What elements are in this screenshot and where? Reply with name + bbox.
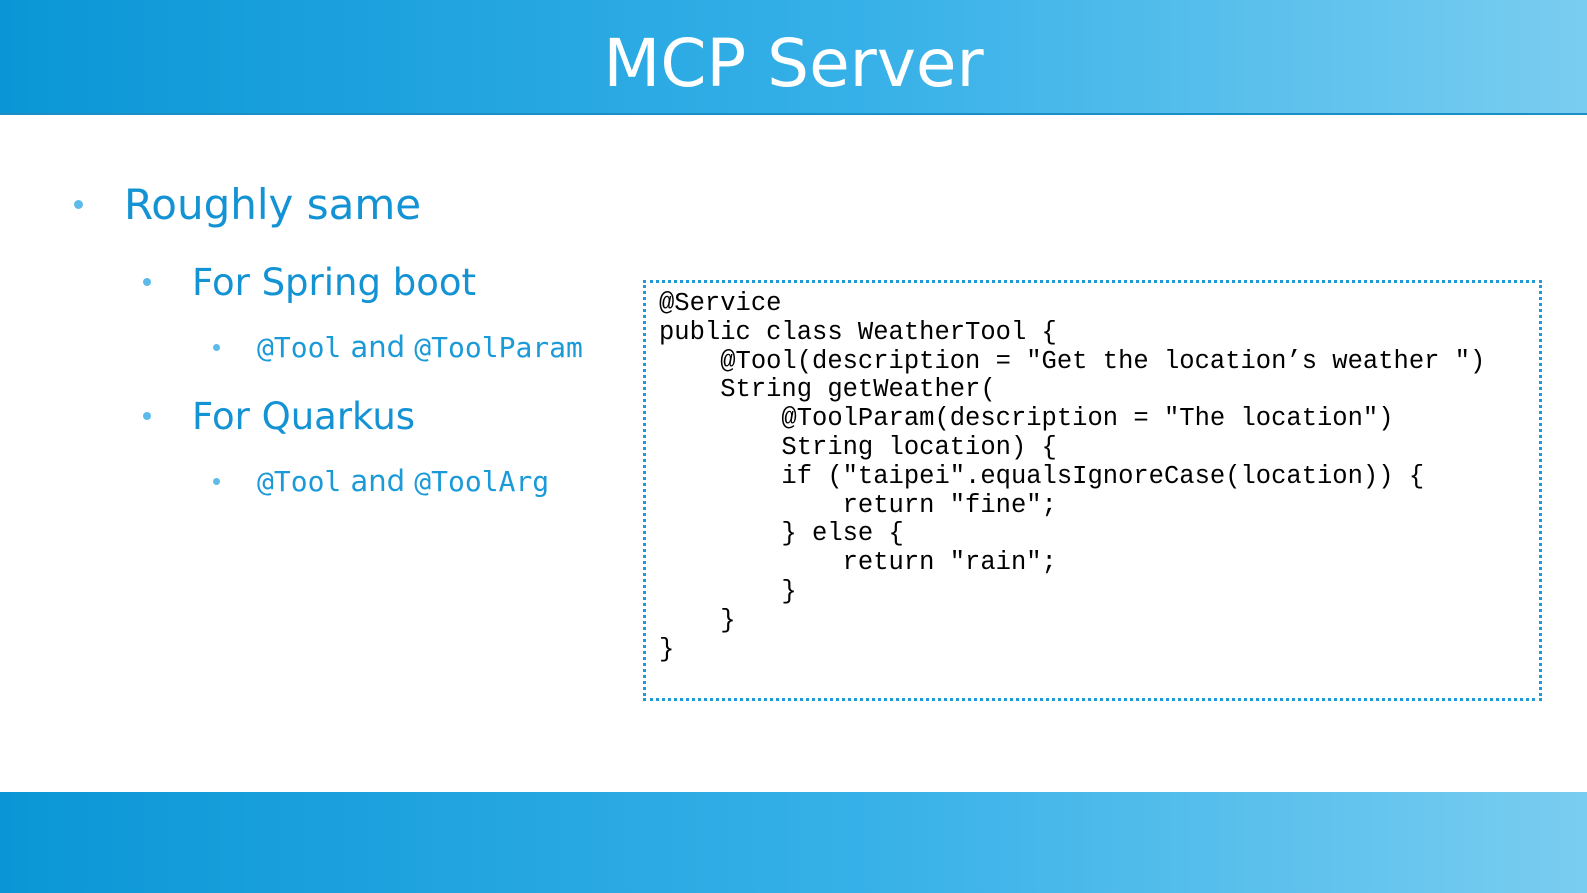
joiner-text: and bbox=[341, 464, 415, 498]
slide-title: MCP Server bbox=[603, 25, 984, 102]
annotation-toolarg: @ToolArg bbox=[414, 465, 550, 498]
bullet-dot-icon bbox=[213, 343, 220, 351]
code-line: if ("taipei".equalsIgnoreCase(location))… bbox=[659, 461, 1425, 491]
bullet-quarkus: For Quarkus bbox=[143, 391, 415, 441]
code-line: } bbox=[659, 576, 797, 606]
code-line: public class WeatherTool { bbox=[659, 317, 1057, 347]
footer-bar bbox=[0, 792, 1587, 893]
bullet-text: For Spring boot bbox=[192, 260, 477, 304]
annotation-tool: @Tool bbox=[257, 331, 342, 364]
code-line: @Tool(description = "Get the location’s … bbox=[659, 346, 1486, 376]
bullet-roughly-same: Roughly same bbox=[74, 176, 421, 232]
bullet-spring-boot: For Spring boot bbox=[143, 257, 476, 307]
bullet-dot-icon bbox=[74, 199, 83, 209]
code-line: return "rain"; bbox=[659, 548, 1057, 578]
bullet-quarkus-annotations: @Tool and @ToolArg bbox=[213, 461, 549, 501]
annotation-tool: @Tool bbox=[257, 465, 342, 498]
bullet-text: @Tool and @ToolArg bbox=[257, 464, 549, 498]
bullet-dot-icon bbox=[143, 412, 151, 420]
bullet-dot-icon bbox=[213, 477, 220, 485]
joiner-text: and bbox=[341, 330, 415, 364]
code-line: } bbox=[659, 605, 736, 635]
code-line: } bbox=[659, 634, 675, 664]
bullet-text: @Tool and @ToolParam bbox=[257, 330, 583, 364]
bullet-text: Roughly same bbox=[124, 179, 422, 229]
bullet-text: For Quarkus bbox=[192, 394, 416, 438]
annotation-toolparam: @ToolParam bbox=[414, 331, 583, 364]
code-line: @ToolParam(description = "The location") bbox=[659, 404, 1394, 434]
title-bar: MCP Server bbox=[0, 0, 1587, 115]
code-line: String location) { bbox=[659, 432, 1057, 462]
code-line: return "fine"; bbox=[659, 490, 1057, 520]
code-line: @Service bbox=[659, 289, 782, 318]
code-line: String getWeather( bbox=[659, 375, 996, 405]
code-line: } else { bbox=[659, 519, 904, 549]
bullet-dot-icon bbox=[143, 278, 151, 286]
bullet-spring-annotations: @Tool and @ToolParam bbox=[213, 327, 583, 367]
